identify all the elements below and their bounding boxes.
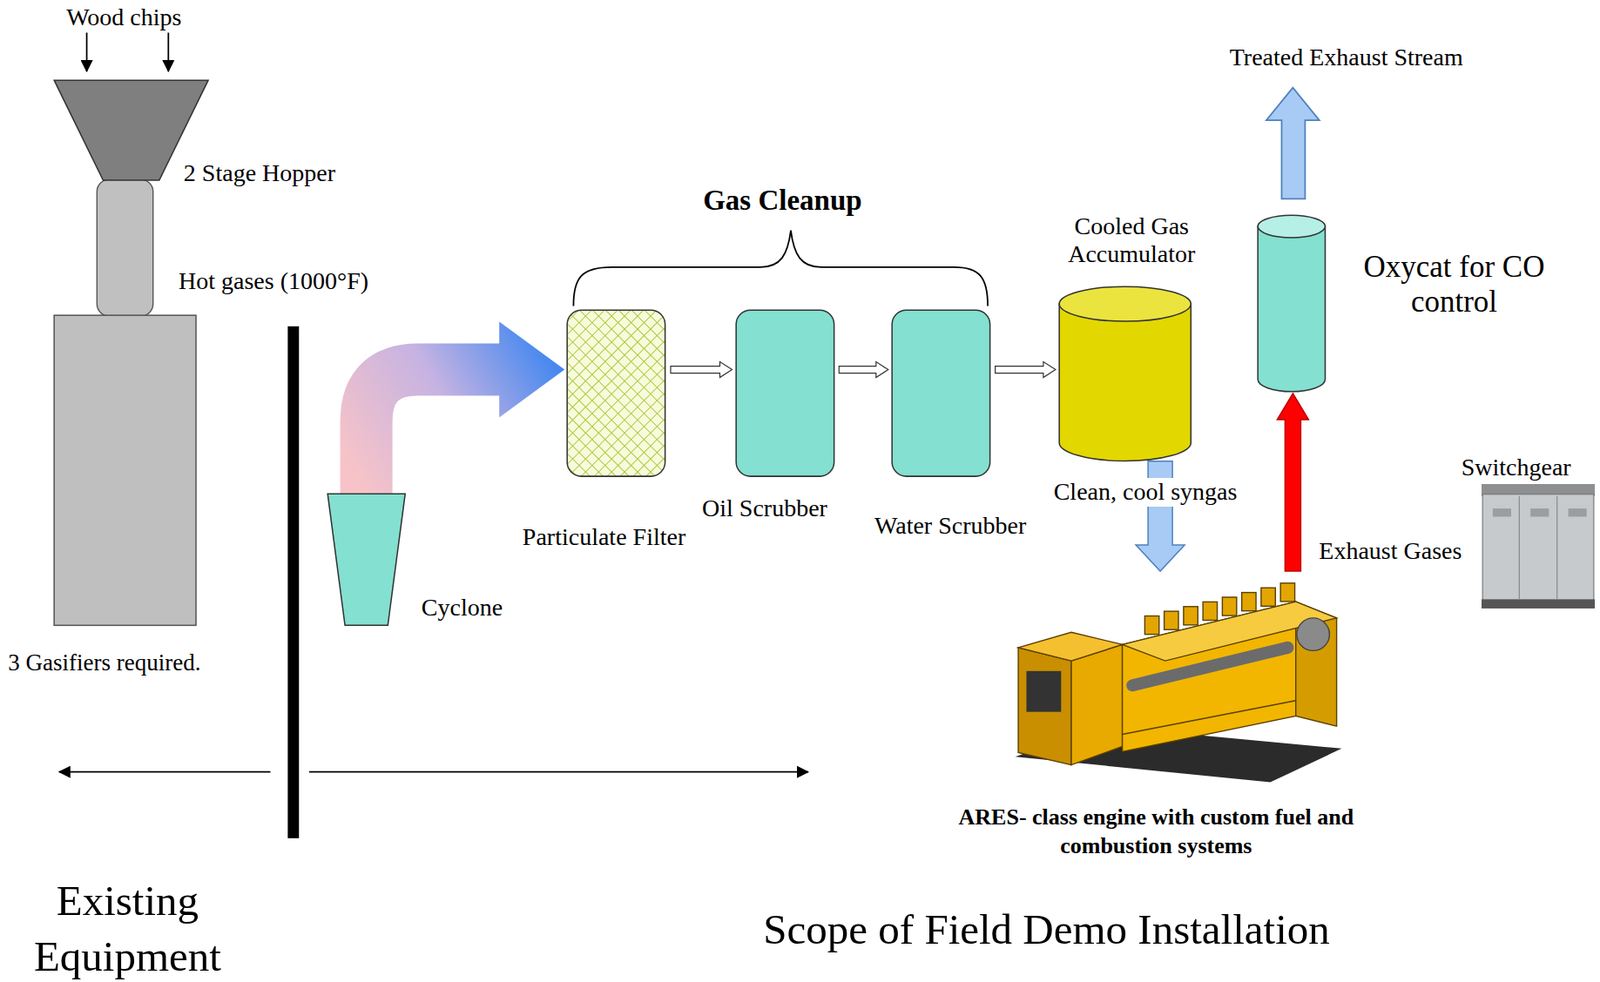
cyclone-shape [327,493,406,626]
scope-arrow [309,771,809,774]
switchgear: Switchgear [1481,484,1595,609]
gasifier: 3 Gasifiers required. [53,314,197,627]
oxycat-shape [1258,226,1326,392]
oil-scrubber-outline [735,309,836,478]
cylinder-head [1202,601,1217,621]
cyclone: Cyclone [326,492,406,627]
generator-side [1071,644,1123,765]
scope-arrow [59,771,271,774]
cylinder-head [1164,611,1179,630]
arrow-shape [838,362,889,379]
edge-label: Exhaust Gases [1316,537,1465,566]
cylinder-head [1144,616,1159,635]
node-label: Particulate Filter [522,523,686,552]
particulate-filter-outline [566,309,667,478]
gas-accumulator-outline [1058,285,1192,463]
group-brace [573,230,988,307]
filter-body [567,310,665,477]
flow-arrow [366,322,566,494]
node-label: 3 Gasifiers required. [7,649,201,677]
hopper: 2 Stage Hopper [53,79,210,182]
scrubber-shape [735,310,834,477]
flow-arrow [670,362,733,379]
cylinder-head [1280,583,1295,602]
scrubber-shape [891,310,990,477]
hopper-neck [96,179,153,317]
input-label: Wood chips [66,3,182,32]
cabinet-base [1481,600,1595,610]
edge-label: Clean, cool syngas [1051,478,1241,507]
gas-accumulator: Cooled Gas Accumulator [1058,285,1192,463]
water-scrubber-outline [891,309,992,478]
flow-arrow [838,362,889,379]
particulate-filter: Particulate Filter [566,309,667,478]
cabinet-seam [1518,497,1520,601]
cyclone-outline [326,492,406,627]
cylinder-head [1242,593,1256,612]
generator-top [1018,632,1122,662]
outlet-arrow [1266,87,1320,200]
cylinder-head [1222,597,1237,616]
cabinet-seam [1556,497,1558,601]
oxycat-outline [1256,214,1327,393]
switchgear-outline [1481,484,1595,609]
feed-arrow [86,32,88,72]
region-label: Existing Equipment [25,873,230,982]
scope-divider [287,326,299,839]
oil-scrubber: Oil Scrubber [735,309,836,478]
engine: ARES- class engine with custom fuel and … [928,571,1383,868]
cylinder-head [1261,587,1276,607]
arrow-shape [995,362,1056,379]
node-label: Cyclone [421,594,503,622]
control-box [1026,671,1062,713]
turbocharger [1296,618,1330,651]
stream-label: Treated Exhaust Stream [1229,43,1464,72]
feed-arrow [167,32,169,72]
node-label: Switchgear [1461,453,1572,482]
node-label: Water Scrubber [874,512,1027,541]
oxycat-shape-top [1258,215,1326,238]
accumulator-shape-top [1059,286,1191,322]
cabinet-vent [1530,509,1549,518]
stream-label: Hot gases (1000°F) [178,267,369,296]
gasifier-shape [54,315,196,626]
oxycat: Oxycat for CO control [1256,214,1327,393]
flow-shaft [366,370,501,494]
flow-head [499,322,565,419]
oil-pan-line [1122,701,1297,736]
node-label: Oxycat for CO control [1346,249,1561,321]
cabinet-vent [1492,509,1512,518]
flow-arrow [995,362,1056,379]
group-title: Gas Cleanup [702,184,862,218]
exhaust-manifold [1132,648,1288,686]
cylinder-head [1183,607,1198,626]
accumulator-shape [1059,303,1191,461]
gasifier-outline [53,314,197,627]
cabinet-body [1482,494,1594,601]
arrow-shape [670,362,733,379]
node-label: 2 Stage Hopper [183,159,336,188]
node-label: Oil Scrubber [702,494,828,523]
node-label: Cooled Gas Accumulator [1054,212,1209,269]
arrow-shape [1276,393,1309,572]
flow-arrow [1276,393,1309,572]
region-label: Scope of Field Demo Installation [762,905,1330,955]
cabinet-vent [1568,509,1587,518]
node-label: ARES- class engine with custom fuel and … [931,803,1381,861]
water-scrubber: Water Scrubber [891,309,992,478]
generator-front [1018,648,1072,766]
